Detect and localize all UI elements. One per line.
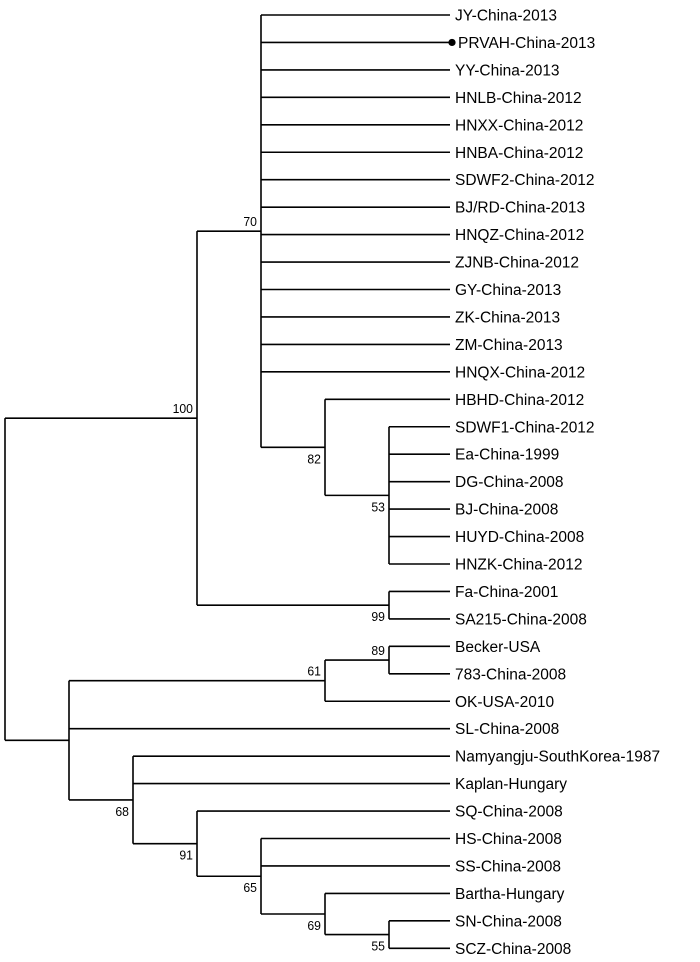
- taxon-label: ZK-China-2013: [455, 309, 560, 326]
- bootstrap-value: 100: [173, 401, 193, 416]
- taxon-label: ZJNB-China-2012: [455, 255, 579, 272]
- taxon-label: SS-China-2008: [455, 858, 561, 875]
- taxon-label: HBHD-China-2012: [455, 392, 584, 409]
- bootstrap-value: 68: [115, 804, 129, 819]
- bootstrap-value: 69: [307, 918, 321, 933]
- taxon-label: Ea-China-1999: [455, 447, 559, 464]
- taxon-label: HNBA-China-2012: [455, 145, 583, 162]
- taxon-label: GY-China-2013: [455, 282, 561, 299]
- taxon-label: 783-China-2008: [455, 666, 566, 683]
- bootstrap-value: 53: [371, 499, 385, 514]
- bootstrap-value: 91: [179, 848, 193, 863]
- taxon-label: HNXX-China-2012: [455, 117, 583, 134]
- taxon-label: Fa-China-2001: [455, 584, 558, 601]
- taxon-label: SDWF1-China-2012: [455, 419, 595, 436]
- taxon-label: BJ/RD-China-2013: [455, 200, 585, 217]
- bootstrap-value: 65: [243, 880, 257, 895]
- bootstrap-value: 61: [307, 664, 321, 679]
- taxon-label: Kaplan-Hungary: [455, 776, 567, 793]
- taxon-label: HNQX-China-2012: [455, 364, 585, 381]
- taxon-label: HNLB-China-2012: [455, 90, 582, 107]
- taxon-label: Becker-USA: [455, 639, 541, 656]
- taxon-label: DG-China-2008: [455, 474, 564, 491]
- taxon-label: SN-China-2008: [455, 913, 562, 930]
- taxon-label: OK-USA-2010: [455, 694, 554, 711]
- bootstrap-value: 55: [371, 939, 385, 954]
- taxon-label: SCZ-China-2008: [455, 941, 571, 958]
- taxon-label: HNZK-China-2012: [455, 557, 583, 574]
- taxon-label: SDWF2-China-2012: [455, 172, 595, 189]
- taxon-label: ZM-China-2013: [455, 337, 563, 354]
- marker-dot-icon: [448, 38, 456, 47]
- taxon-label: Bartha-Hungary: [455, 886, 565, 903]
- taxon-label: HUYD-China-2008: [455, 529, 584, 546]
- taxon-label: YY-China-2013: [455, 62, 560, 79]
- bootstrap-value: 70: [243, 214, 257, 229]
- taxon-label: HS-China-2008: [455, 831, 562, 848]
- taxon-label: SQ-China-2008: [455, 804, 563, 821]
- taxon-label: JY-China-2013: [455, 8, 557, 25]
- taxon-label: PRVAH-China-2013: [458, 35, 595, 52]
- taxon-label: SL-China-2008: [455, 721, 559, 738]
- taxon-label: SA215-China-2008: [455, 611, 587, 628]
- taxon-label: Namyangju-SouthKorea-1987: [455, 749, 660, 766]
- bootstrap-value: 99: [371, 609, 385, 624]
- bootstrap-value: 82: [307, 451, 321, 466]
- bootstrap-value: 89: [371, 643, 385, 658]
- taxon-label: BJ-China-2008: [455, 502, 558, 519]
- taxon-label: HNQZ-China-2012: [455, 227, 584, 244]
